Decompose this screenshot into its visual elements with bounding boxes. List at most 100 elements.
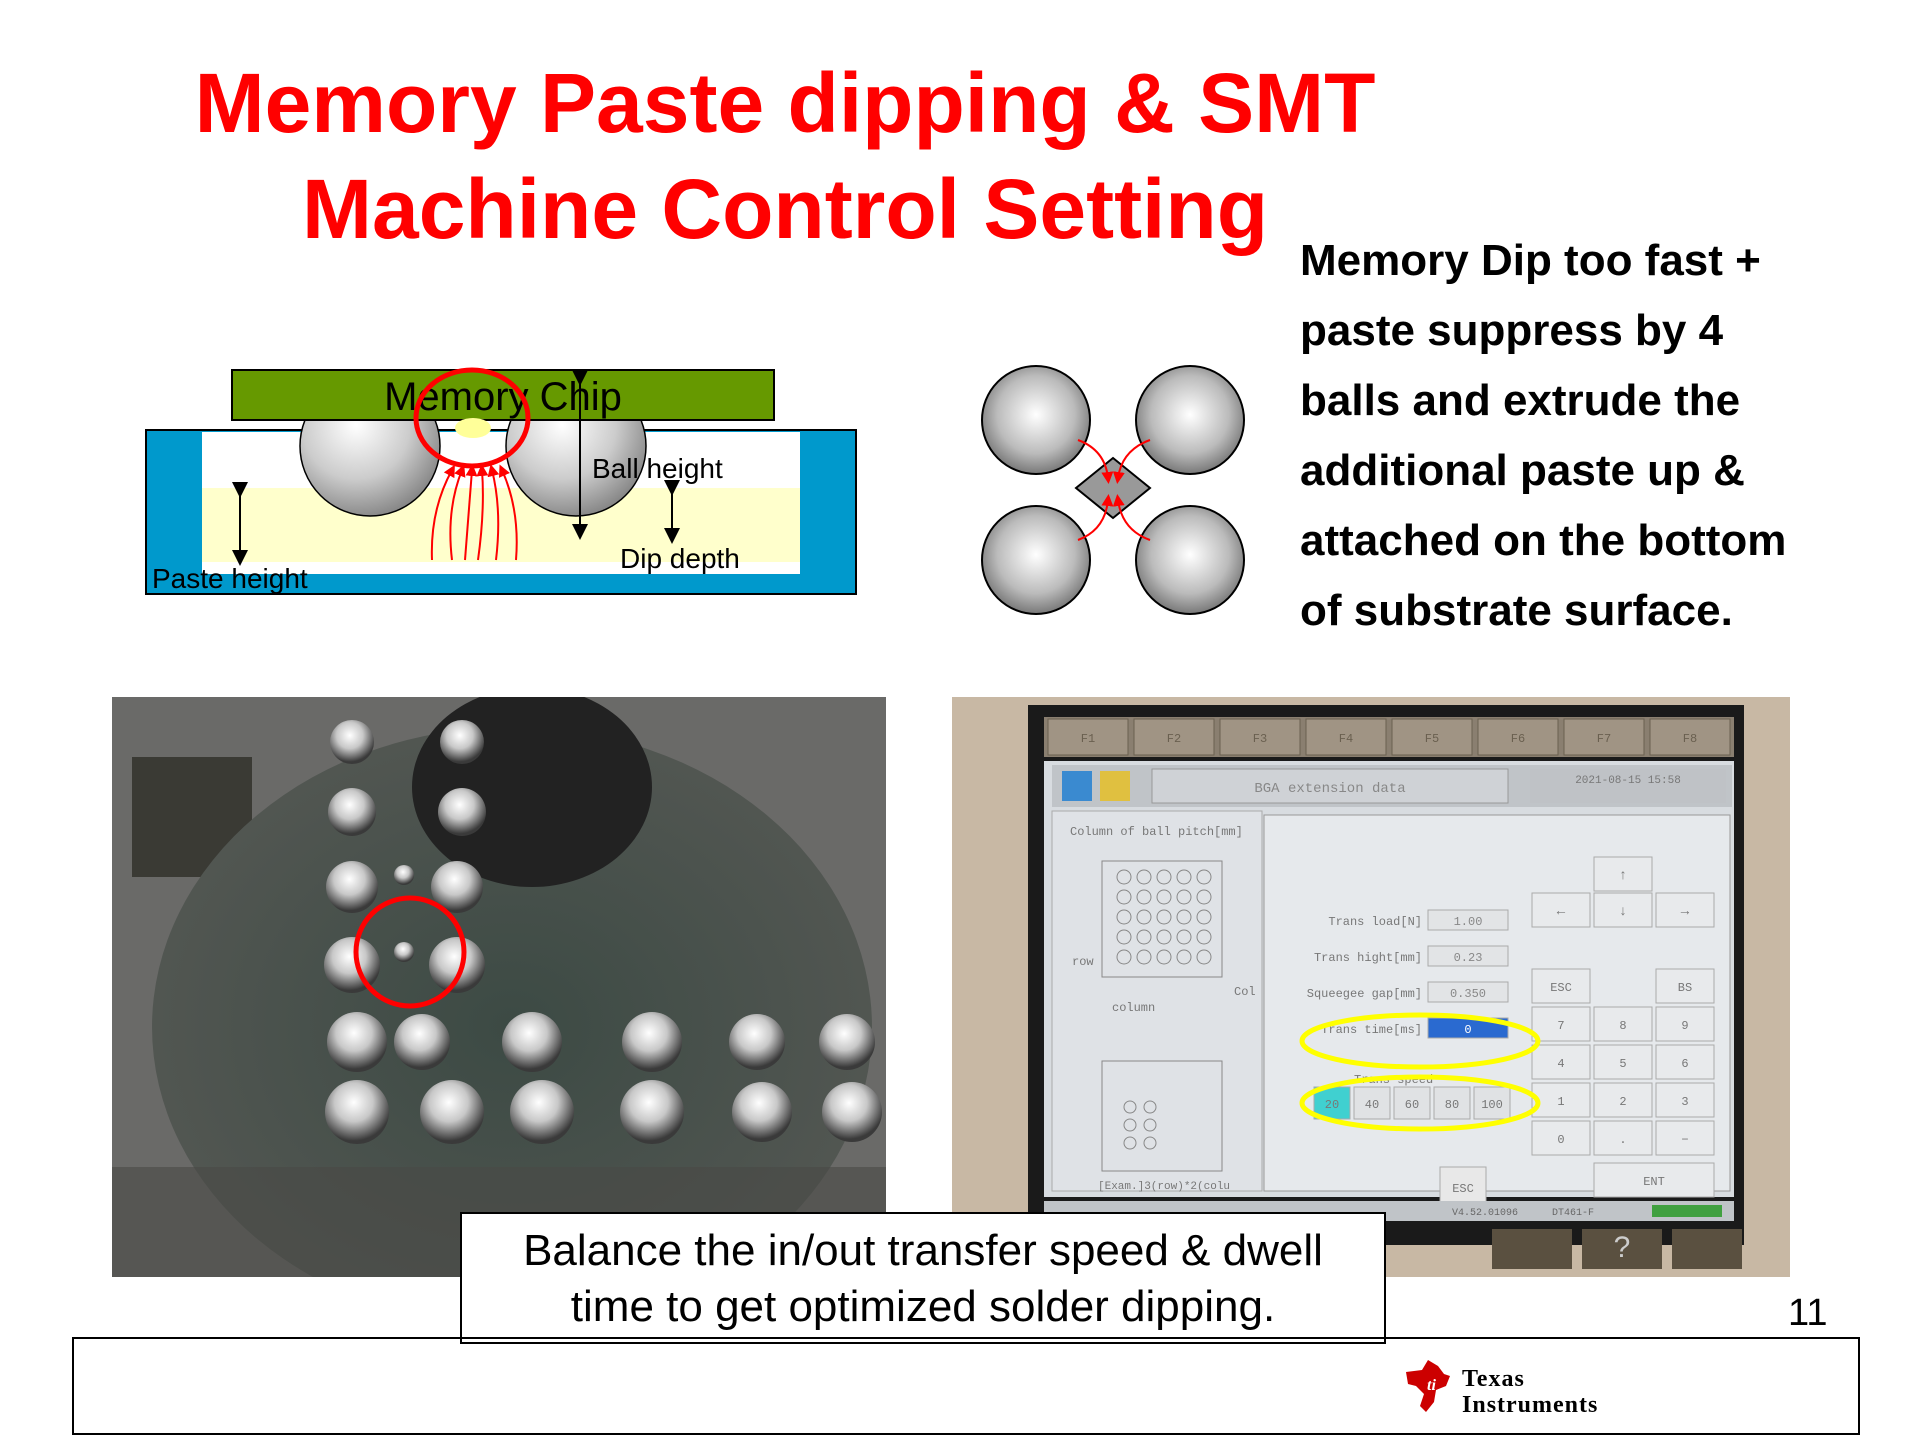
digit-key-label: . (1619, 1133, 1626, 1147)
digit-key[interactable] (1593, 1120, 1653, 1156)
ti-logo-icon: ti (1406, 1360, 1450, 1412)
ti-wordmark-line-1: Texas (1462, 1366, 1525, 1392)
dip-cross-section-diagram: Memory Chip Ball height Dip depth Paste … (145, 367, 857, 595)
speed-option-label: 20 (1325, 1098, 1339, 1112)
backspace-key[interactable] (1655, 968, 1715, 1004)
digit-key-label: 0 (1557, 1133, 1564, 1147)
arrow-key-label: ← (1557, 904, 1566, 920)
top-ball (981, 505, 1091, 615)
caption-box: Balance the in/out transfer speed & dwel… (460, 1212, 1386, 1344)
field-label: Trans hight[mm] (1314, 951, 1422, 965)
example-label: [Exam.]3(row)*2(colu (1098, 1181, 1230, 1193)
digit-key[interactable] (1655, 1044, 1715, 1080)
digit-key[interactable] (1593, 1044, 1653, 1080)
digit-key-label: 5 (1619, 1057, 1626, 1071)
highlight-trans-speed (1299, 1074, 1541, 1132)
caption-line-1: Balance the in/out transfer speed & dwel… (523, 1226, 1323, 1275)
arrow-key[interactable] (1531, 892, 1591, 928)
enter-key[interactable] (1593, 1162, 1715, 1198)
function-key[interactable] (1563, 718, 1645, 756)
digit-key[interactable] (1531, 1006, 1591, 1042)
description-line: additional paste up & (1300, 446, 1745, 495)
speed-option-label: 60 (1405, 1098, 1419, 1112)
digit-key-label: 2 (1619, 1095, 1626, 1109)
field-value-box[interactable] (1427, 945, 1509, 967)
field-label: Squeegee gap[mm] (1307, 987, 1422, 1001)
speed-option-button[interactable] (1313, 1086, 1351, 1120)
arrow-key[interactable] (1593, 856, 1653, 892)
top-ball (1135, 505, 1245, 615)
digit-key[interactable] (1593, 1006, 1653, 1042)
field-label: Trans time[ms] (1321, 1023, 1422, 1037)
dialog-esc-label: ESC (1452, 1182, 1474, 1196)
function-key-label: F1 (1081, 732, 1095, 746)
speed-option-button[interactable] (1353, 1086, 1391, 1120)
speed-option-button[interactable] (1393, 1086, 1431, 1120)
svg-text:?: ? (1614, 1231, 1631, 1264)
digit-key-label: 7 (1557, 1019, 1564, 1033)
digit-key-label: 6 (1681, 1057, 1688, 1071)
digit-key-label: 1 (1557, 1095, 1564, 1109)
backspace-key-label: BS (1678, 981, 1692, 995)
speed-option-button[interactable] (1433, 1086, 1471, 1120)
status-version: V4.52.01096 (1452, 1208, 1518, 1219)
function-key[interactable] (1649, 718, 1731, 756)
digit-key[interactable] (1531, 1044, 1591, 1080)
digit-key-label: − (1681, 1133, 1688, 1147)
esc-key[interactable] (1531, 968, 1591, 1004)
enter-key-label: ENT (1643, 1175, 1665, 1189)
function-key-label: F2 (1167, 732, 1181, 746)
digit-key-label: 8 (1619, 1019, 1626, 1033)
digit-key[interactable] (1593, 1082, 1653, 1118)
paste-height-label: Paste height (152, 563, 308, 594)
screen-header-title: BGA extension data (1254, 781, 1405, 797)
function-key-label: F5 (1425, 732, 1439, 746)
highlight-circle (413, 367, 531, 469)
arrow-key[interactable] (1655, 892, 1715, 928)
function-key-label: F3 (1253, 732, 1267, 746)
description-line: of substrate surface. (1300, 586, 1733, 635)
speed-option-button[interactable] (1473, 1086, 1511, 1120)
caption-line-2: time to get optimized solder dipping. (570, 1282, 1276, 1331)
function-key[interactable] (1133, 718, 1215, 756)
col-short-label: Col (1234, 985, 1256, 999)
speed-option-label: 80 (1445, 1098, 1459, 1112)
paste-flow-arrows (430, 464, 518, 561)
description-line: attached on the bottom (1300, 516, 1787, 565)
field-value: 0.350 (1450, 987, 1486, 1001)
highlight-circle (353, 895, 467, 1009)
function-key[interactable] (1219, 718, 1301, 756)
top-ball (981, 365, 1091, 475)
function-key[interactable] (1305, 718, 1387, 756)
digit-key[interactable] (1655, 1120, 1715, 1156)
dipping-photo (112, 697, 886, 1277)
screen-datetime: 2021-08-15 15:58 (1575, 775, 1681, 787)
digit-key[interactable] (1531, 1120, 1591, 1156)
description-line: balls and extrude the (1300, 376, 1741, 425)
column-pitch-label: Column of ball pitch[mm] (1070, 825, 1243, 839)
field-value-box[interactable] (1427, 909, 1509, 931)
field-label: Trans load[N] (1328, 915, 1422, 929)
digit-key[interactable] (1531, 1082, 1591, 1118)
digit-key[interactable] (1655, 1082, 1715, 1118)
footer-bar (72, 1337, 1860, 1435)
extruded-paste-diamond (1074, 456, 1152, 520)
title-line-2: Machine Control Setting (302, 162, 1268, 256)
digit-key-label: 4 (1557, 1057, 1564, 1071)
digit-key-label: 3 (1681, 1095, 1688, 1109)
arrow-key[interactable] (1593, 892, 1653, 928)
digit-key[interactable] (1655, 1006, 1715, 1042)
paste-layer (202, 488, 800, 562)
function-key[interactable] (1477, 718, 1559, 756)
dip-depth-label: Dip depth (620, 543, 740, 574)
function-key-label: F8 (1683, 732, 1697, 746)
field-value: 0 (1464, 1023, 1471, 1037)
function-key[interactable] (1047, 718, 1129, 756)
function-key[interactable] (1391, 718, 1473, 756)
slide-title: Memory Paste dipping & SMT Machine Contr… (160, 50, 1410, 262)
top-ball (1135, 365, 1245, 475)
field-value-box[interactable] (1427, 981, 1509, 1003)
